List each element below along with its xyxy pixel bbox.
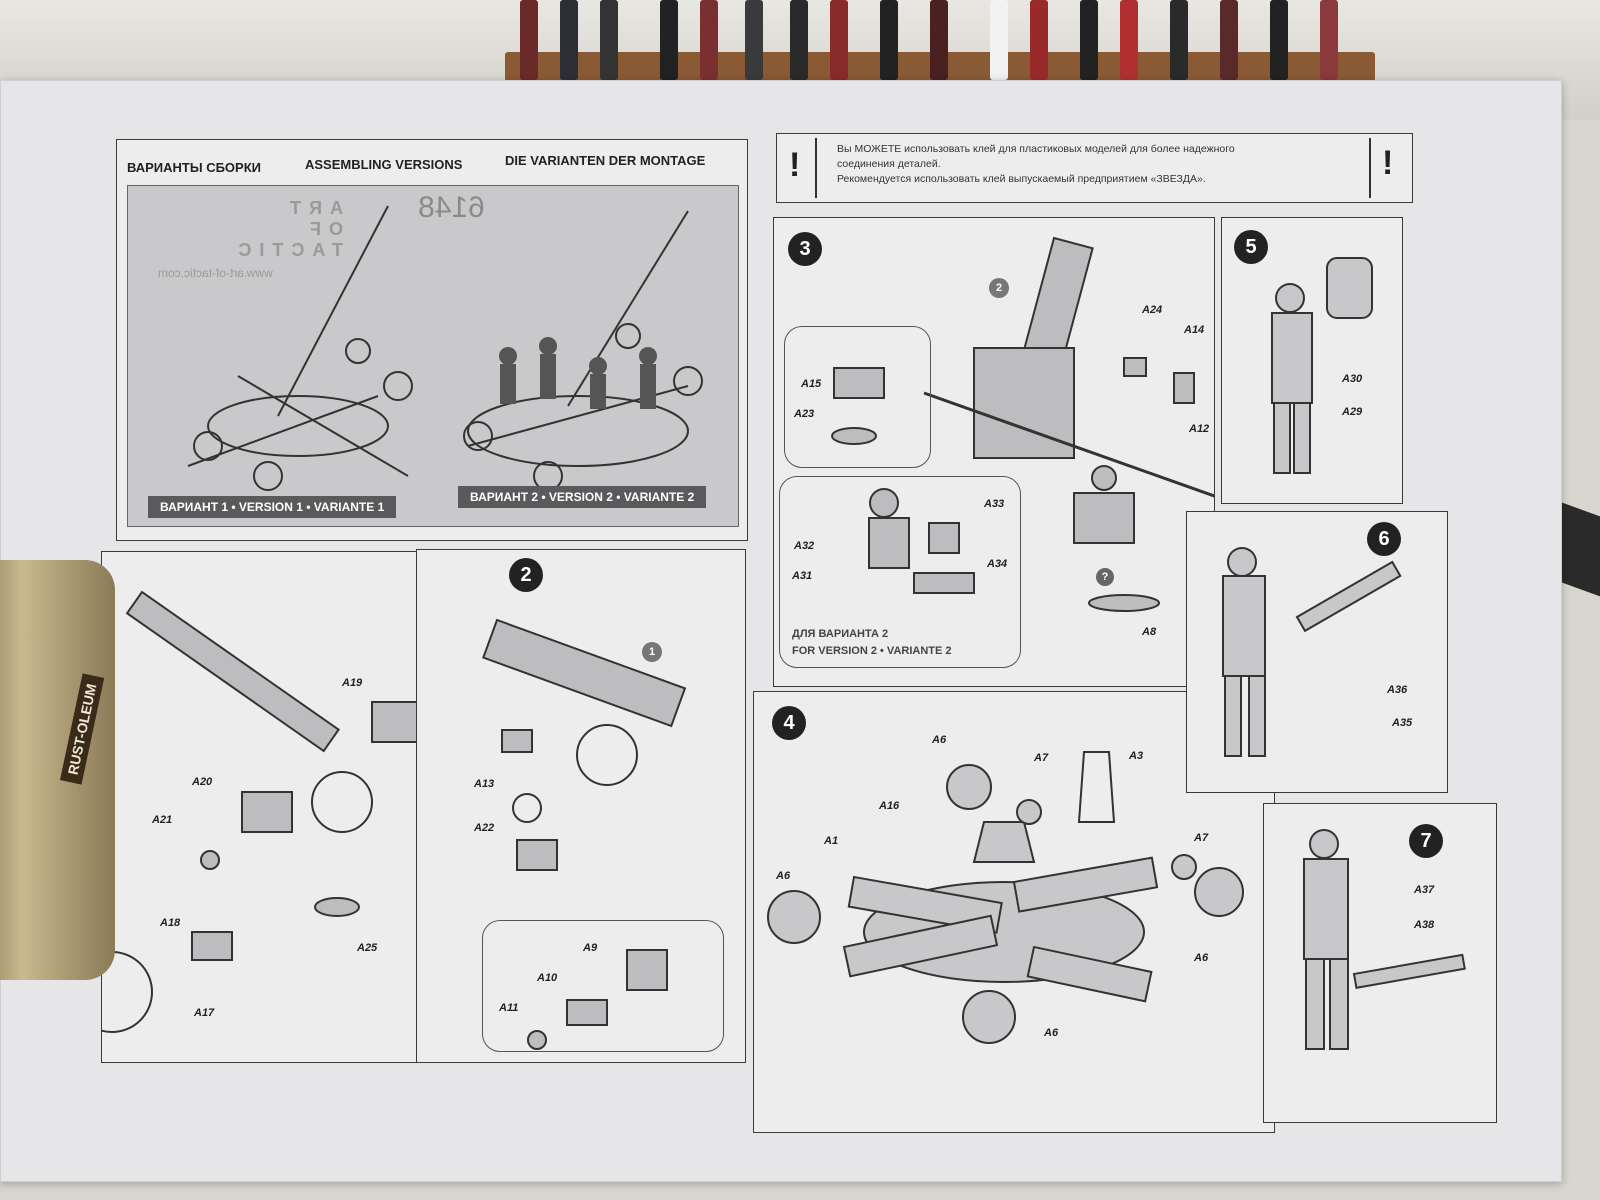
part-label: A32	[794, 540, 815, 552]
gun-drawings	[187, 205, 703, 491]
part-label: A8	[1142, 626, 1157, 638]
part-label: A12	[1189, 423, 1210, 435]
part-label: A16	[879, 800, 900, 812]
step-reference: 1	[642, 642, 662, 662]
step-4-drawing	[767, 751, 1244, 1044]
pencil	[600, 0, 618, 80]
part-label: A29	[1342, 406, 1363, 418]
divider	[815, 138, 817, 198]
step-6-drawing	[1222, 547, 1402, 757]
part-label: A7	[1194, 832, 1209, 844]
pencil	[1030, 0, 1048, 80]
part-label: A24	[1142, 304, 1163, 316]
step-7-drawing	[1303, 829, 1466, 1050]
warning-mark-right: !	[1382, 144, 1394, 182]
part-label: A22	[474, 822, 495, 834]
part-label: A33	[984, 498, 1005, 510]
part-label: A13	[474, 778, 495, 790]
step-number: 7	[1409, 824, 1443, 858]
glue-note: ! Вы МОЖЕТЕ использовать клей для пласти…	[776, 133, 1413, 203]
pencil	[1320, 0, 1338, 80]
part-label: A6	[776, 870, 791, 882]
step-5-drawing	[1271, 257, 1373, 474]
step-2-drawing	[482, 618, 687, 1050]
pencil	[1080, 0, 1098, 80]
step-number: 6	[1367, 522, 1401, 556]
part-label: A34	[987, 558, 1008, 570]
part-label: A38	[1414, 919, 1435, 931]
part-label: A6	[1044, 1027, 1059, 1039]
part-label: A3	[1129, 750, 1144, 762]
step-number: 4	[772, 706, 806, 740]
versions-preview: 6148 ART OF TACTIC www.art-of-tactic.com	[127, 185, 739, 527]
pencil	[560, 0, 578, 80]
divider	[1369, 138, 1371, 198]
header-de: DIE VARIANTEN DER MONTAGE	[505, 153, 706, 168]
part-label: A1	[824, 835, 839, 847]
step-number: 3	[788, 232, 822, 266]
part-label: A15	[801, 378, 822, 390]
instruction-sheet: ВАРИАНТЫ СБОРКИ ASSEMBLING VERSIONS DIE …	[0, 80, 1562, 1182]
part-label: A19	[342, 677, 363, 689]
pencil	[1220, 0, 1238, 80]
step-number: 5	[1234, 230, 1268, 264]
step-6-panel: 6 A36 A35	[1186, 511, 1448, 793]
header-ru: ВАРИАНТЫ СБОРКИ	[127, 160, 261, 175]
step-3-inset-top	[784, 326, 931, 468]
step-7-panel: 7 A37 A38	[1263, 803, 1497, 1123]
pencil	[880, 0, 898, 80]
pencil	[1270, 0, 1288, 80]
pencil	[930, 0, 948, 80]
warning-mark-left: !	[789, 146, 801, 184]
pencil	[745, 0, 763, 80]
part-label: A20	[192, 776, 213, 788]
glue-note-line1: Вы МОЖЕТЕ использовать клей для пластико…	[837, 143, 1235, 155]
part-label: A21	[152, 814, 173, 826]
part-label: A6	[1194, 952, 1209, 964]
step-1-drawing	[102, 590, 433, 1033]
spray-can	[0, 560, 115, 980]
header-en: ASSEMBLING VERSIONS	[305, 157, 463, 172]
part-label: A7	[1034, 752, 1049, 764]
step-3-drawing	[831, 236, 1214, 612]
part-label: A10	[537, 972, 558, 984]
part-label: A37	[1414, 884, 1435, 896]
part-label: A30	[1342, 373, 1363, 385]
part-label: A25	[357, 942, 378, 954]
part-label: A6	[932, 734, 947, 746]
pencil	[660, 0, 678, 80]
part-label: A17	[194, 1007, 215, 1019]
variant-note-en: FOR VERSION 2 • VARIANTE 2	[792, 645, 952, 657]
question-mark-icon: ?	[1096, 568, 1114, 586]
step-reference: 2	[989, 278, 1009, 298]
step-2-inset	[482, 920, 724, 1052]
version2-label: ВАРИАНТ 2 • VERSION 2 • VARIANTE 2	[458, 486, 707, 508]
part-label: A14	[1184, 324, 1205, 336]
part-label: A31	[792, 570, 813, 582]
step-3-inset-bottom	[779, 476, 1021, 668]
part-label: A23	[794, 408, 815, 420]
variant-note-ru: ДЛЯ ВАРИАНТА 2	[792, 628, 889, 640]
pencil	[700, 0, 718, 80]
step-5-panel: 5 A30 A29	[1221, 217, 1403, 504]
glue-note-line2: соединения деталей.	[837, 158, 941, 170]
step-3-panel: 3 2 A24 A14 A15 A23	[773, 217, 1215, 687]
pencil	[830, 0, 848, 80]
pencil	[1170, 0, 1188, 80]
pencil	[520, 0, 538, 80]
pencil	[990, 0, 1008, 80]
pencil	[1120, 0, 1138, 80]
step-2-panel: 2 1 A13 A22 A9 A10 A11	[416, 549, 746, 1063]
part-label: A36	[1387, 684, 1408, 696]
glue-note-line3: Рекомендуется использовать клей выпускае…	[837, 173, 1206, 185]
part-label: A11	[499, 1002, 519, 1014]
step-number: 2	[509, 558, 543, 592]
versions-panel: ВАРИАНТЫ СБОРКИ ASSEMBLING VERSIONS DIE …	[116, 139, 748, 541]
part-label: A18	[160, 917, 181, 929]
part-label: A9	[583, 942, 598, 954]
part-label: A35	[1392, 717, 1413, 729]
version1-label: ВАРИАНТ 1 • VERSION 1 • VARIANTE 1	[148, 496, 397, 518]
pencil	[790, 0, 808, 80]
